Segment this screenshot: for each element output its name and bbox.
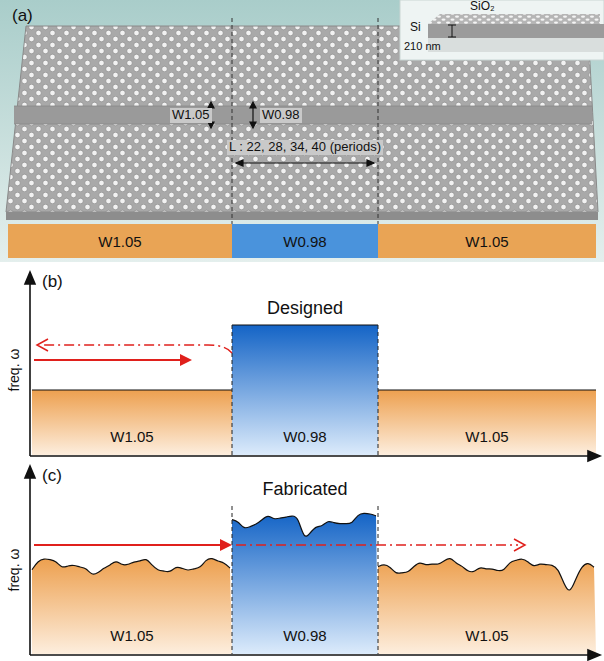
- band-edge: [32, 559, 230, 574]
- section-label: W1.05: [8, 233, 232, 250]
- band-area: [32, 390, 232, 455]
- section-boundary: [232, 325, 233, 455]
- length-label: L : 22, 28, 34, 40 (periods): [227, 140, 383, 155]
- panel-ground: [0, 0, 604, 262]
- band-edge: [378, 559, 594, 590]
- width-label: W0.98: [260, 108, 302, 123]
- thickness-label: 210 nm: [404, 40, 441, 53]
- section-boundary: [232, 18, 378, 258]
- waveguide-section: W1.05: [378, 224, 596, 258]
- frequency-band: W1.05: [32, 552, 232, 654]
- frequency-band-fill: [232, 325, 378, 455]
- panel-heading: Designed: [232, 298, 378, 319]
- section-label: W1.05: [32, 627, 232, 644]
- axis-label: freq. ω: [6, 349, 22, 392]
- frequency-band-fill: [32, 559, 232, 654]
- panel-letter: (c): [42, 466, 62, 486]
- waveguide-section: W0.98: [232, 224, 378, 258]
- band-area: [232, 513, 378, 654]
- frequency-band: W1.05: [378, 390, 596, 455]
- frequency-band: FabricatedW0.98: [232, 506, 378, 654]
- section-label: W0.98: [232, 428, 378, 445]
- band-area: [32, 559, 232, 654]
- frequency-band: W1.05: [378, 552, 596, 654]
- section-boundary: [378, 506, 379, 654]
- panel-letter: (b): [42, 272, 63, 292]
- band-area: [378, 390, 596, 455]
- section-label: W1.05: [32, 428, 232, 445]
- section-label: W1.05: [378, 428, 596, 445]
- width-label: W1.05: [170, 108, 212, 123]
- line-defect-waveguide: [14, 106, 592, 124]
- length-arrow: [236, 160, 374, 166]
- cross-section-inset: [400, 0, 604, 60]
- section-label: W0.98: [232, 627, 378, 644]
- section-boundary: [378, 325, 379, 455]
- frequency-band-fill: [232, 513, 378, 654]
- frequency-band-fill: [378, 559, 596, 654]
- band-area: [232, 325, 378, 455]
- panel-heading: Fabricated: [232, 479, 378, 500]
- section-label: W0.98: [232, 233, 378, 250]
- band-edge: [232, 513, 376, 536]
- light-propagation-arrow: [34, 339, 525, 551]
- material-label: Si: [410, 21, 421, 35]
- band-edge: [32, 389, 232, 390]
- panel-letter: (a): [12, 6, 33, 26]
- band-edge: [232, 324, 378, 325]
- material-label: SiO₂: [470, 0, 495, 14]
- waveguide-section: W1.05: [8, 224, 232, 258]
- section-label: W1.05: [378, 233, 596, 250]
- slab-edge: [6, 212, 598, 220]
- axis-label: freq. ω: [6, 549, 22, 592]
- band-edge: [378, 389, 596, 390]
- band-area: [378, 559, 596, 654]
- section-label: W1.05: [378, 627, 596, 644]
- frequency-band-fill: [32, 390, 232, 455]
- axis: [25, 272, 600, 660]
- frequency-band: W1.05: [32, 390, 232, 455]
- section-boundary: [232, 506, 233, 654]
- frequency-band: DesignedW0.98: [232, 325, 378, 455]
- frequency-band-fill: [378, 390, 596, 455]
